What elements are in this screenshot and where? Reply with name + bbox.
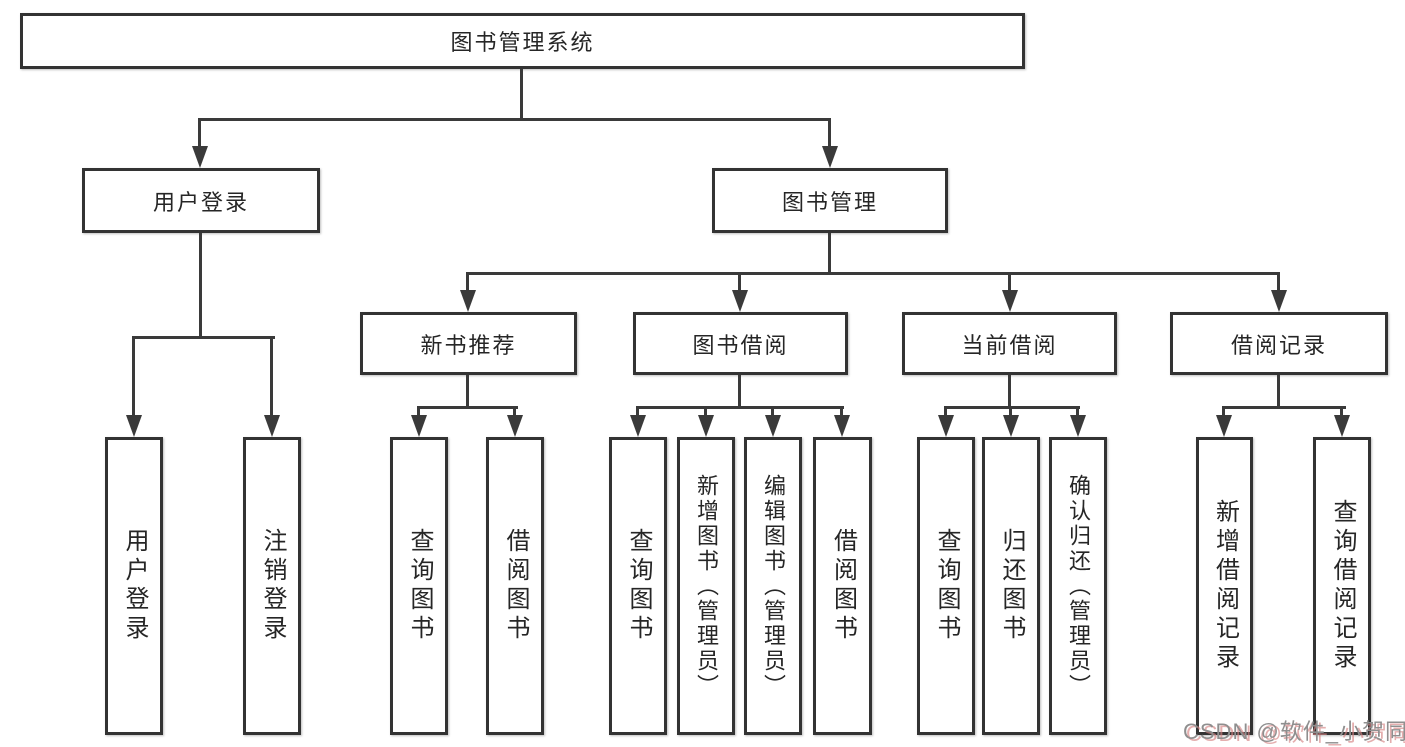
arrow-down-icon bbox=[1334, 415, 1350, 437]
arrow-down-icon bbox=[1070, 415, 1086, 437]
arrow-down-icon bbox=[460, 290, 476, 312]
arrow-down-icon bbox=[411, 415, 427, 437]
connector-line bbox=[198, 118, 831, 121]
node-user-login: 用户登录 bbox=[82, 168, 320, 233]
arrow-down-icon bbox=[126, 415, 142, 437]
connector-line bbox=[132, 336, 275, 339]
connector-line bbox=[704, 408, 707, 417]
arrow-down-icon bbox=[1003, 415, 1019, 437]
connector-line bbox=[1340, 408, 1343, 417]
connector-line bbox=[944, 406, 1080, 409]
connector-line bbox=[1008, 375, 1011, 408]
leaf-edit-books-admin: 编辑图书（管理员） bbox=[744, 437, 802, 735]
connector-line bbox=[466, 274, 469, 292]
leaf-query-books-recommend: 查询图书 bbox=[390, 437, 448, 735]
connector-line bbox=[417, 406, 518, 409]
leaf-query-books-current: 查询图书 bbox=[917, 437, 975, 735]
connector-line bbox=[636, 408, 639, 417]
connector-line bbox=[513, 408, 516, 417]
leaf-add-books-admin: 新增图书（管理员） bbox=[677, 437, 735, 735]
connector-line bbox=[738, 375, 741, 408]
connector-line bbox=[1008, 274, 1011, 292]
connector-line bbox=[417, 408, 420, 417]
connector-line bbox=[1222, 408, 1225, 417]
connector-line bbox=[1277, 274, 1280, 292]
leaf-query-borrow-record: 查询借阅记录 bbox=[1313, 437, 1371, 735]
arrow-down-icon bbox=[192, 146, 208, 168]
connector-line bbox=[1009, 408, 1012, 417]
node-root: 图书管理系统 bbox=[20, 13, 1025, 69]
connector-line bbox=[840, 408, 843, 417]
connector-line bbox=[944, 408, 947, 417]
connector-line bbox=[738, 274, 741, 292]
leaf-return-books: 归还图书 bbox=[982, 437, 1040, 735]
arrow-down-icon bbox=[264, 415, 280, 437]
arrow-down-icon bbox=[822, 146, 838, 168]
connector-line bbox=[466, 375, 469, 408]
arrow-down-icon bbox=[1271, 290, 1287, 312]
leaf-logout: 注销登录 bbox=[243, 437, 301, 735]
node-book-borrowing: 图书借阅 bbox=[633, 312, 848, 375]
arrow-down-icon bbox=[1002, 290, 1018, 312]
connector-line bbox=[132, 338, 135, 417]
connector-line bbox=[198, 120, 201, 147]
connector-line bbox=[199, 233, 202, 338]
connector-line bbox=[828, 120, 831, 147]
connector-line bbox=[636, 406, 844, 409]
connector-line bbox=[520, 69, 523, 121]
leaf-confirm-return-admin: 确认归还（管理员） bbox=[1049, 437, 1107, 735]
connector-line bbox=[771, 408, 774, 417]
connector-line bbox=[1076, 408, 1079, 417]
arrow-down-icon bbox=[507, 415, 523, 437]
arrow-down-icon bbox=[630, 415, 646, 437]
node-book-management: 图书管理 bbox=[712, 168, 948, 233]
arrow-down-icon bbox=[938, 415, 954, 437]
csdn-watermark: CSDN @软件_小贺同学 bbox=[1183, 719, 1405, 744]
leaf-query-books-borrowing: 查询图书 bbox=[609, 437, 667, 735]
leaf-add-borrow-record: 新增借阅记录 bbox=[1196, 437, 1253, 735]
node-new-book-recommend: 新书推荐 bbox=[360, 312, 577, 375]
leaf-borrow-books-recommend: 借阅图书 bbox=[486, 437, 544, 735]
node-borrowing-records: 借阅记录 bbox=[1170, 312, 1388, 375]
leaf-user-login: 用户登录 bbox=[105, 437, 163, 735]
node-current-borrowing: 当前借阅 bbox=[902, 312, 1117, 375]
connector-line bbox=[1222, 406, 1346, 409]
leaf-borrow-books-borrowing: 借阅图书 bbox=[813, 437, 872, 735]
arrow-down-icon bbox=[834, 415, 850, 437]
connector-line bbox=[828, 233, 831, 274]
arrow-down-icon bbox=[765, 415, 781, 437]
connector-line bbox=[1277, 375, 1280, 408]
arrow-down-icon bbox=[732, 290, 748, 312]
arrow-down-icon bbox=[698, 415, 714, 437]
connector-line bbox=[466, 272, 1280, 275]
arrow-down-icon bbox=[1216, 415, 1232, 437]
connector-line bbox=[270, 338, 273, 417]
